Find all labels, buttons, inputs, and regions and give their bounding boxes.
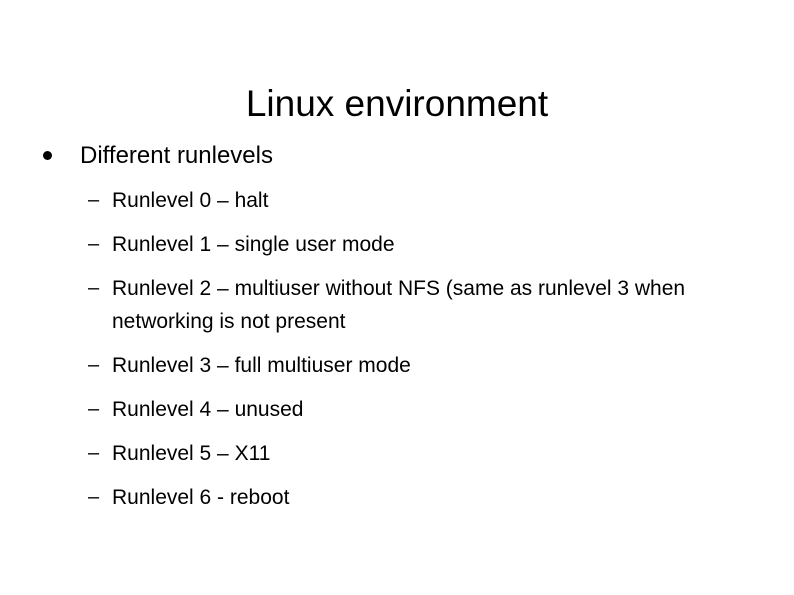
- list-item-label: Runlevel 2 – multiuser without NFS (same…: [112, 277, 686, 333]
- list-item: – Runlevel 5 – X11: [0, 437, 794, 470]
- list-item: – Runlevel 1 – single user mode: [0, 228, 794, 261]
- bullet-level1-label: Different runlevels: [80, 142, 273, 169]
- list-item-label: Runlevel 3 – full multiuser mode: [112, 354, 411, 377]
- list-item: – Runlevel 4 – unused: [0, 393, 794, 426]
- bullet-level2-list: – Runlevel 0 – halt – Runlevel 1 – singl…: [0, 184, 794, 514]
- bullet-level1-different-runlevels: Different runlevels: [0, 140, 794, 172]
- list-item-label: Runlevel 5 – X11: [112, 442, 271, 465]
- bullet-dash-icon: –: [88, 442, 100, 464]
- list-item: – Runlevel 6 - reboot: [0, 481, 794, 514]
- bullet-dash-icon: –: [88, 277, 100, 299]
- list-item: – Runlevel 2 – multiuser without NFS (sa…: [0, 272, 794, 338]
- bullet-dash-icon: –: [88, 398, 100, 420]
- slide-body: Different runlevels – Runlevel 0 – halt …: [0, 140, 794, 525]
- bullet-disc-icon: [43, 140, 63, 172]
- bullet-dash-icon: –: [88, 486, 100, 508]
- list-item-label: Runlevel 0 – halt: [112, 189, 269, 212]
- list-item-label: Runlevel 6 - reboot: [112, 486, 290, 509]
- page-title: Linux environment: [245, 82, 549, 124]
- bullet-dash-icon: –: [88, 189, 100, 211]
- list-item-label: Runlevel 1 – single user mode: [112, 233, 395, 256]
- list-item: – Runlevel 3 – full multiuser mode: [0, 349, 794, 382]
- bullet-dash-icon: –: [88, 233, 100, 255]
- bullet-dash-icon: –: [88, 354, 100, 376]
- list-item: – Runlevel 0 – halt: [0, 184, 794, 217]
- list-item-label: Runlevel 4 – unused: [112, 398, 304, 421]
